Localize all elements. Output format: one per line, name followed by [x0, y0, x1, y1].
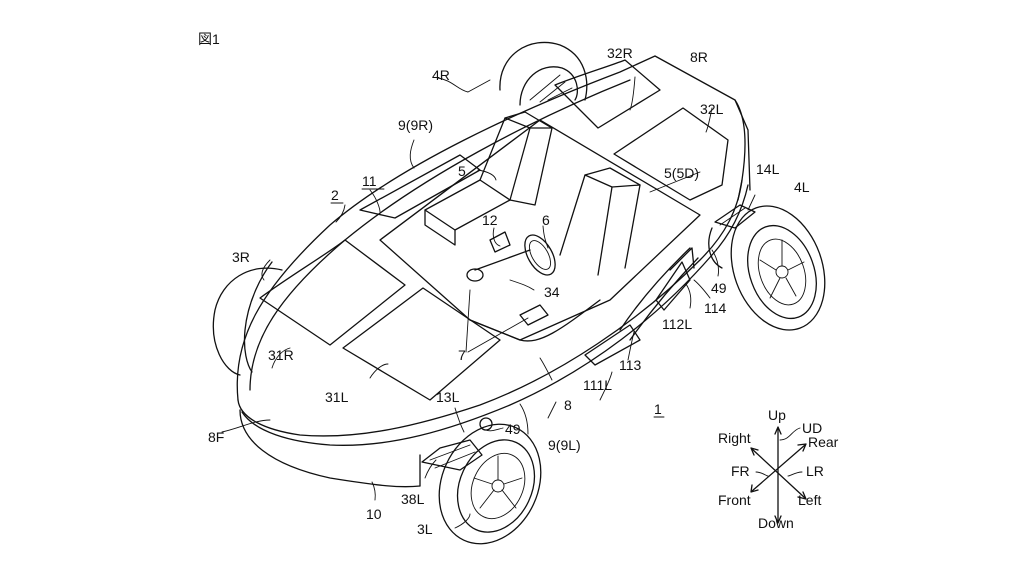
panels [259, 59, 729, 401]
label-5d: 5(5D) [664, 165, 699, 181]
label-13l: 13L [436, 389, 460, 405]
label-4r: 4R [432, 67, 450, 83]
leader-lines [221, 76, 756, 529]
label-111l: 111L [583, 377, 612, 393]
label-11: 11 [362, 173, 377, 189]
label-112l: 112L [662, 316, 692, 332]
panel-31l [342, 287, 501, 401]
label-113: 113 [619, 357, 642, 373]
rear-left-wheel [730, 205, 826, 331]
label-10: 10 [366, 506, 382, 522]
vehicle-body [236, 55, 751, 488]
label-2: 2 [331, 187, 339, 203]
legend-left: Left [798, 492, 821, 508]
label-5: 5 [458, 163, 466, 179]
label-3l: 3L [417, 521, 433, 537]
legend-lr: LR [806, 463, 824, 479]
legend-rear: Rear [808, 434, 839, 450]
label-114: 114 [704, 300, 727, 316]
label-34: 34 [544, 284, 560, 300]
label-32l: 32L [700, 101, 724, 117]
label-1: 1 [654, 401, 662, 417]
label-9r: 9(9R) [398, 117, 433, 133]
rear-right-wheel [499, 41, 588, 106]
legend-ud: UD [802, 420, 822, 436]
label-3r: 3R [232, 249, 250, 265]
label-8r: 8R [690, 49, 708, 65]
legend-front: Front [718, 492, 751, 508]
label-14l: 14L [756, 161, 780, 177]
legend-fr: FR [731, 463, 750, 479]
legend-down: Down [758, 515, 794, 531]
label-12: 12 [482, 212, 498, 228]
label-49-front: 49 [505, 421, 521, 437]
reference-labels: 3R 4R 9(9R) 11 2 5 32R 8R 32L 5(5D) 14L … [208, 45, 810, 537]
side-openings [584, 247, 699, 366]
label-8: 8 [564, 397, 572, 413]
label-31r: 31R [268, 347, 294, 363]
label-49-rear: 49 [711, 280, 727, 296]
suspension-parts [421, 204, 756, 471]
label-7: 7 [458, 347, 466, 363]
panel-32r [554, 59, 661, 129]
label-6: 6 [542, 212, 550, 228]
label-31l: 31L [325, 389, 349, 405]
front-right-wheel [212, 261, 283, 376]
legend-right: Right [718, 430, 751, 446]
label-9l: 9(9L) [548, 437, 581, 453]
label-4l: 4L [794, 179, 810, 195]
panel-31r [259, 239, 406, 346]
figure-title: 図1 [198, 31, 220, 47]
panel-32l [613, 107, 729, 201]
label-38l: 38L [401, 491, 425, 507]
label-32r: 32R [607, 45, 633, 61]
direction-legend: Up UD Right Rear FR LR Front Left Down [718, 407, 839, 531]
legend-up: Up [768, 407, 786, 423]
cabin-interior [379, 111, 701, 342]
label-8f: 8F [208, 429, 224, 445]
